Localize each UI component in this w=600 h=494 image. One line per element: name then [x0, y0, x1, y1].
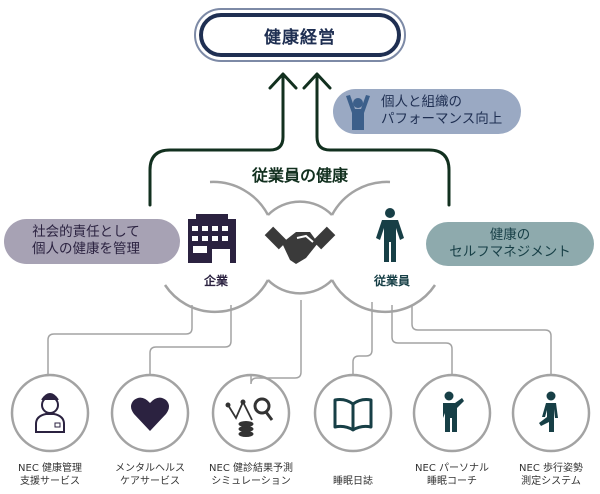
heart-icon: [131, 397, 169, 431]
arrow-left-path: [148, 73, 285, 207]
title-inner-ring: 健康経営: [199, 13, 401, 57]
coach-person-icon: [443, 391, 464, 432]
employee-role-badge: 健康の セルフマネジメント: [426, 222, 594, 266]
service-3-line2: シミュレーション: [211, 476, 291, 487]
employee-role-line2: セルフマネジメント: [449, 244, 571, 260]
service-label-1: NEC 健康管理 支援サービス: [0, 462, 100, 488]
center-circle-bottom: [267, 279, 333, 295]
performance-line1: 個人と組織の: [381, 94, 462, 110]
company-circle-arc-bottom: [163, 279, 270, 314]
company-circle-arc: [209, 180, 270, 216]
employee-circle-arc: [330, 180, 391, 216]
employee-role-line1: 健康の: [489, 227, 531, 243]
health-management-title: 健康経営: [194, 8, 406, 62]
arrow-right-path: [315, 73, 451, 207]
office-building-icon: [188, 214, 236, 263]
service-label-6: NEC 歩行姿勢 測定システム: [501, 462, 600, 488]
company-role-badge: 社会的責任として 個人の健康を管理: [4, 219, 180, 264]
title-text: 健康経営: [264, 27, 336, 48]
service-label-2: メンタルヘルス ケアサービス: [100, 462, 200, 488]
walking-person-icon: [539, 391, 558, 432]
venn-arcs: [163, 180, 437, 314]
service-2-line1: メンタルヘルス: [115, 463, 185, 474]
open-book-icon: [333, 398, 373, 432]
service-circle-3: [211, 373, 291, 453]
performance-text: 個人と組織の パフォーマンス向上: [381, 94, 502, 128]
service-label-4: 睡眠日誌: [303, 475, 403, 488]
service-circle-6: [511, 373, 591, 453]
company-role-text: 社会的責任として 個人の健康を管理: [4, 224, 168, 258]
service-label-5: NEC パーソナル 睡眠コーチ: [402, 462, 502, 488]
service-6-line2: 測定システム: [521, 476, 581, 487]
service-circles: [10, 373, 591, 453]
performance-line2: パフォーマンス向上: [381, 111, 503, 127]
person-arms-raised-icon: [346, 95, 370, 130]
service-circle-4: [313, 373, 393, 453]
company-role-line1: 社会的責任として: [32, 224, 140, 240]
employee-circle-arc-bottom: [330, 279, 437, 314]
service-2-line2: ケアサービス: [120, 476, 180, 487]
center-circle-top: [267, 200, 333, 216]
service-circle-5: [412, 373, 492, 453]
service-1-line1: NEC 健康管理: [18, 463, 82, 474]
service-circle-2: [110, 373, 190, 453]
employee-label: 従業員: [373, 274, 410, 288]
employee-health-heading: 従業員の健康: [251, 166, 348, 185]
service-circle-1: [10, 373, 90, 453]
service-6-line1: NEC 歩行姿勢: [519, 463, 583, 474]
service-5-line2: 睡眠コーチ: [427, 476, 477, 487]
performance-badge: 個人と組織の パフォーマンス向上: [333, 89, 521, 134]
person-standing-icon: [376, 208, 404, 262]
company-label: 企業: [203, 274, 228, 288]
service-4-line1: 睡眠日誌: [333, 476, 373, 487]
connector-lines: [47, 300, 552, 385]
handshake-icon: [264, 226, 336, 264]
arrow-left-head: [268, 72, 298, 90]
service-3-line1: NEC 健診結果予測: [209, 463, 293, 474]
upward-arrows: [148, 72, 451, 207]
arrow-right-head: [302, 72, 332, 90]
service-label-3: NEC 健診結果予測 シミュレーション: [201, 462, 301, 488]
company-role-line2: 個人の健康を管理: [32, 241, 140, 257]
service-1-line2: 支援サービス: [20, 476, 80, 487]
nurse-icon: [35, 393, 65, 433]
data-analysis-icon: [225, 397, 274, 437]
employee-role-text: 健康の セルフマネジメント: [426, 227, 594, 261]
service-5-line1: NEC パーソナル: [415, 463, 489, 474]
